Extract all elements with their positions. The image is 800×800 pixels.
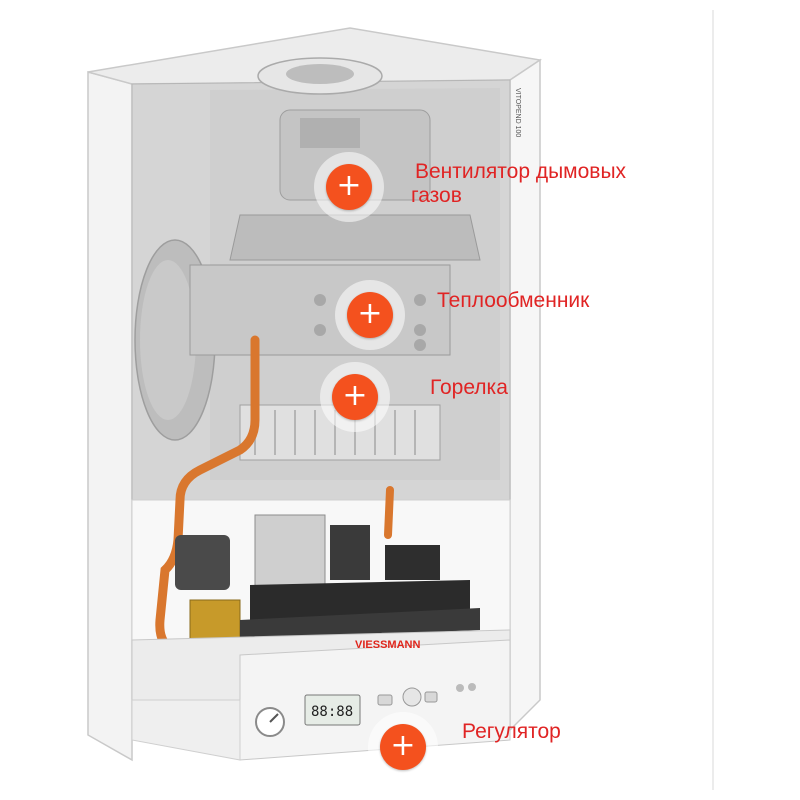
label-burner: Горелка <box>430 376 508 399</box>
combustion-hood <box>229 214 481 261</box>
copper-pipe <box>155 335 260 660</box>
plus-icon: + <box>336 168 362 203</box>
page-edge-divider <box>712 10 714 790</box>
pump <box>175 535 230 590</box>
hotspot-burner-marker: + <box>332 374 378 420</box>
hotspot-controller-button[interactable]: + <box>368 712 438 782</box>
hotspot-controller-marker: + <box>380 724 426 770</box>
casing-left-panel <box>87 71 133 762</box>
plus-icon: + <box>342 378 368 413</box>
label-heat-exchanger: Теплообменник <box>437 289 590 312</box>
control-tray <box>250 580 470 620</box>
hotspot-heat-exchanger-marker: + <box>347 292 393 338</box>
lcd-display <box>304 694 361 726</box>
plus-icon: + <box>357 296 383 331</box>
label-fan-line2: газов <box>411 184 462 207</box>
plus-icon: + <box>390 728 416 763</box>
label-controller: Регулятор <box>462 720 561 743</box>
gas-valve <box>254 514 326 591</box>
hotspot-burner-button[interactable]: + <box>320 362 390 432</box>
model-label: VITOPEND 100 <box>514 88 521 137</box>
label-fan: Вентилятор дымовых газов <box>411 160 627 208</box>
hotspot-fan-marker: + <box>326 164 372 210</box>
brand-logo: VIESSMANN <box>355 639 420 651</box>
hotspot-fan-button[interactable]: + <box>314 152 384 222</box>
lcd-readout: 88:88 <box>311 704 353 720</box>
label-fan-line1: Вентилятор дымовых <box>415 160 627 183</box>
hotspot-heat-exchanger-button[interactable]: + <box>335 280 405 350</box>
heat-exchanger-block <box>189 264 451 356</box>
